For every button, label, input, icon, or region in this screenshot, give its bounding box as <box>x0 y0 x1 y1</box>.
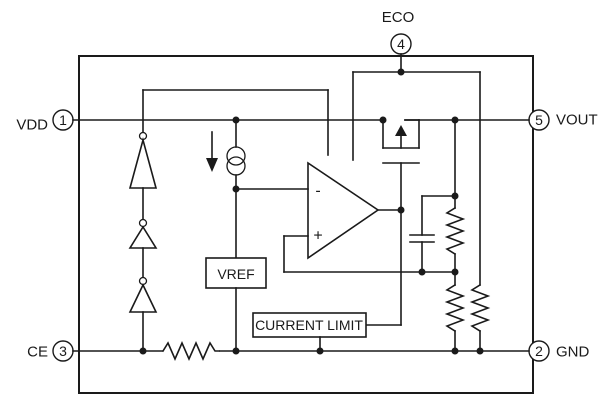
pass-mosfet <box>379 116 420 149</box>
pin-vdd: VDD 1 <box>16 109 74 134</box>
pin-vout-label: VOUT <box>556 112 598 129</box>
eco-resistor <box>469 283 491 355</box>
output-network <box>409 116 491 355</box>
error-amplifier: - + <box>307 161 380 260</box>
pin-eco: ECO 4 <box>382 9 415 55</box>
current-source <box>206 116 246 190</box>
pin-ce-number: 3 <box>59 343 67 359</box>
eco-net <box>352 53 481 286</box>
pin-vout-number: 5 <box>535 112 543 128</box>
current-limit-block: CURRENT LIMIT <box>252 312 367 338</box>
pin-gnd-number: 2 <box>535 343 543 359</box>
pin-eco-label: ECO <box>382 9 415 26</box>
feedforward-capacitor <box>409 195 435 273</box>
pin-vdd-number: 1 <box>59 112 67 128</box>
pin-vout: 5 VOUT <box>528 109 598 131</box>
pin-vdd-label: VDD <box>16 117 48 134</box>
pin-gnd: 2 GND <box>528 340 590 362</box>
inverter-chain <box>128 89 329 355</box>
divider-resistor-upper <box>444 195 466 273</box>
ic-package-outline <box>78 55 534 394</box>
opamp-inverting-sign: - <box>315 183 320 200</box>
pin-ce: CE 3 <box>27 340 74 362</box>
pin-eco-number: 4 <box>397 36 405 52</box>
vref-label: VREF <box>217 266 254 282</box>
pin-ce-label: CE <box>27 344 48 361</box>
current-limit-label: CURRENT LIMIT <box>255 317 363 333</box>
ce-resistor <box>161 340 220 362</box>
pin-gnd-label: GND <box>556 344 590 361</box>
opamp-noninverting-sign: + <box>313 228 322 245</box>
divider-resistor-lower <box>444 271 466 355</box>
vref-block: VREF <box>205 257 267 289</box>
